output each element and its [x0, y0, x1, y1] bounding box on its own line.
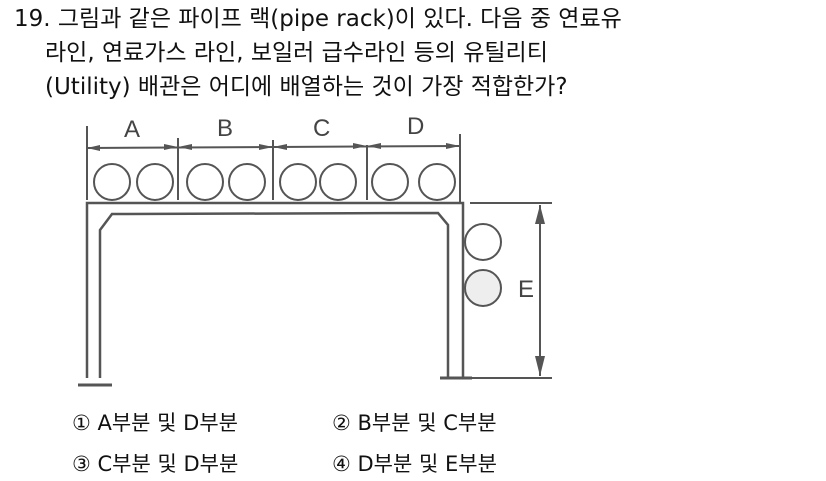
label-b: B	[217, 115, 233, 142]
pipe	[418, 163, 456, 201]
pipe	[186, 163, 224, 201]
question-line-3: (Utility) 배관은 어디에 배열하는 것이 가장 적합한가?	[45, 74, 568, 100]
side-pipe	[464, 223, 502, 261]
pipe	[136, 163, 174, 201]
frame-inner	[98, 211, 450, 378]
option-3[interactable]: ③ C부분 및 D부분	[72, 452, 239, 476]
option-1[interactable]: ① A부분 및 D부분	[72, 411, 238, 435]
option-4[interactable]: ④ D부분 및 E부분	[332, 452, 497, 476]
side-pipe	[464, 269, 502, 307]
label-d: D	[407, 113, 424, 140]
label-e: E	[518, 276, 534, 303]
question-line-1: 19. 그림과 같은 파이프 랙(pipe rack)이 있다. 다음 중 연료…	[14, 6, 622, 32]
frame-outer	[85, 201, 465, 378]
label-c: C	[313, 115, 330, 142]
question-line-2: 라인, 연료가스 라인, 보일러 급수라인 등의 유틸리티	[45, 40, 548, 66]
pipe	[319, 163, 357, 201]
pipe	[228, 163, 266, 201]
pipe	[93, 163, 131, 201]
pipe	[371, 163, 409, 201]
pipe	[279, 163, 317, 201]
option-2[interactable]: ② B부분 및 C부분	[332, 411, 497, 435]
top-pipes	[93, 163, 456, 201]
label-a: A	[124, 116, 140, 143]
